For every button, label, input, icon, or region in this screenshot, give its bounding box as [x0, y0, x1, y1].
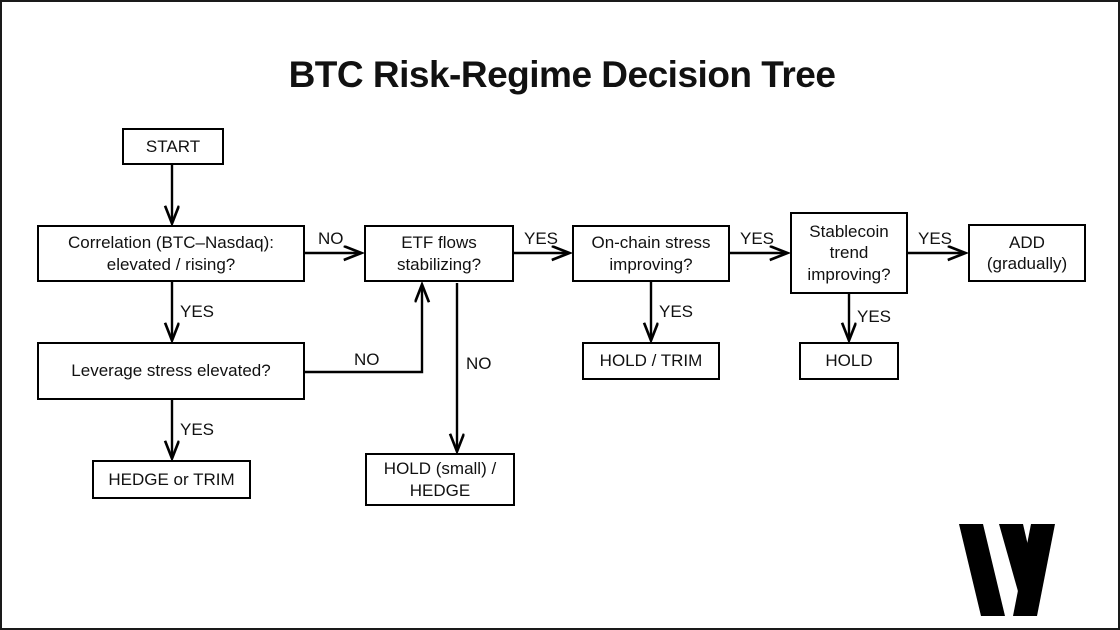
edge-label-stablecoin-yes-down: YES: [857, 307, 892, 326]
w-logo: [959, 524, 1055, 616]
edge-label-stablecoin-yes-right: YES: [918, 229, 953, 248]
edge-label-leverage-no: NO: [354, 350, 380, 369]
node-hold-small-hedge[interactable]: HOLD (small) / HEDGE: [365, 453, 515, 506]
edge-label-correlation-yes: YES: [180, 302, 215, 321]
edge-label-onchain-yes-down: YES: [659, 302, 694, 321]
edge-label-etf-no: NO: [466, 354, 492, 373]
node-etf-flows[interactable]: ETF flows stabilizing?: [364, 225, 514, 282]
node-leverage-stress[interactable]: Leverage stress elevated?: [37, 342, 305, 400]
node-hold-trim[interactable]: HOLD / TRIM: [582, 342, 720, 380]
edge-label-etf-yes: YES: [524, 229, 559, 248]
node-onchain-stress[interactable]: On-chain stress improving?: [572, 225, 730, 282]
edge-label-leverage-yes: YES: [180, 420, 215, 439]
edge-label-onchain-yes-right: YES: [740, 229, 775, 248]
node-hedge-or-trim[interactable]: HEDGE or TRIM: [92, 460, 251, 499]
node-stablecoin-trend[interactable]: Stablecoin trend improving?: [790, 212, 908, 294]
node-correlation[interactable]: Correlation (BTC–Nasdaq): elevated / ris…: [37, 225, 305, 282]
node-add-gradually[interactable]: ADD (gradually): [968, 224, 1086, 282]
edge-label-correlation-no: NO: [318, 229, 344, 248]
page-title: BTC Risk-Regime Decision Tree: [288, 54, 836, 95]
node-start[interactable]: START: [122, 128, 224, 165]
node-hold[interactable]: HOLD: [799, 342, 899, 380]
